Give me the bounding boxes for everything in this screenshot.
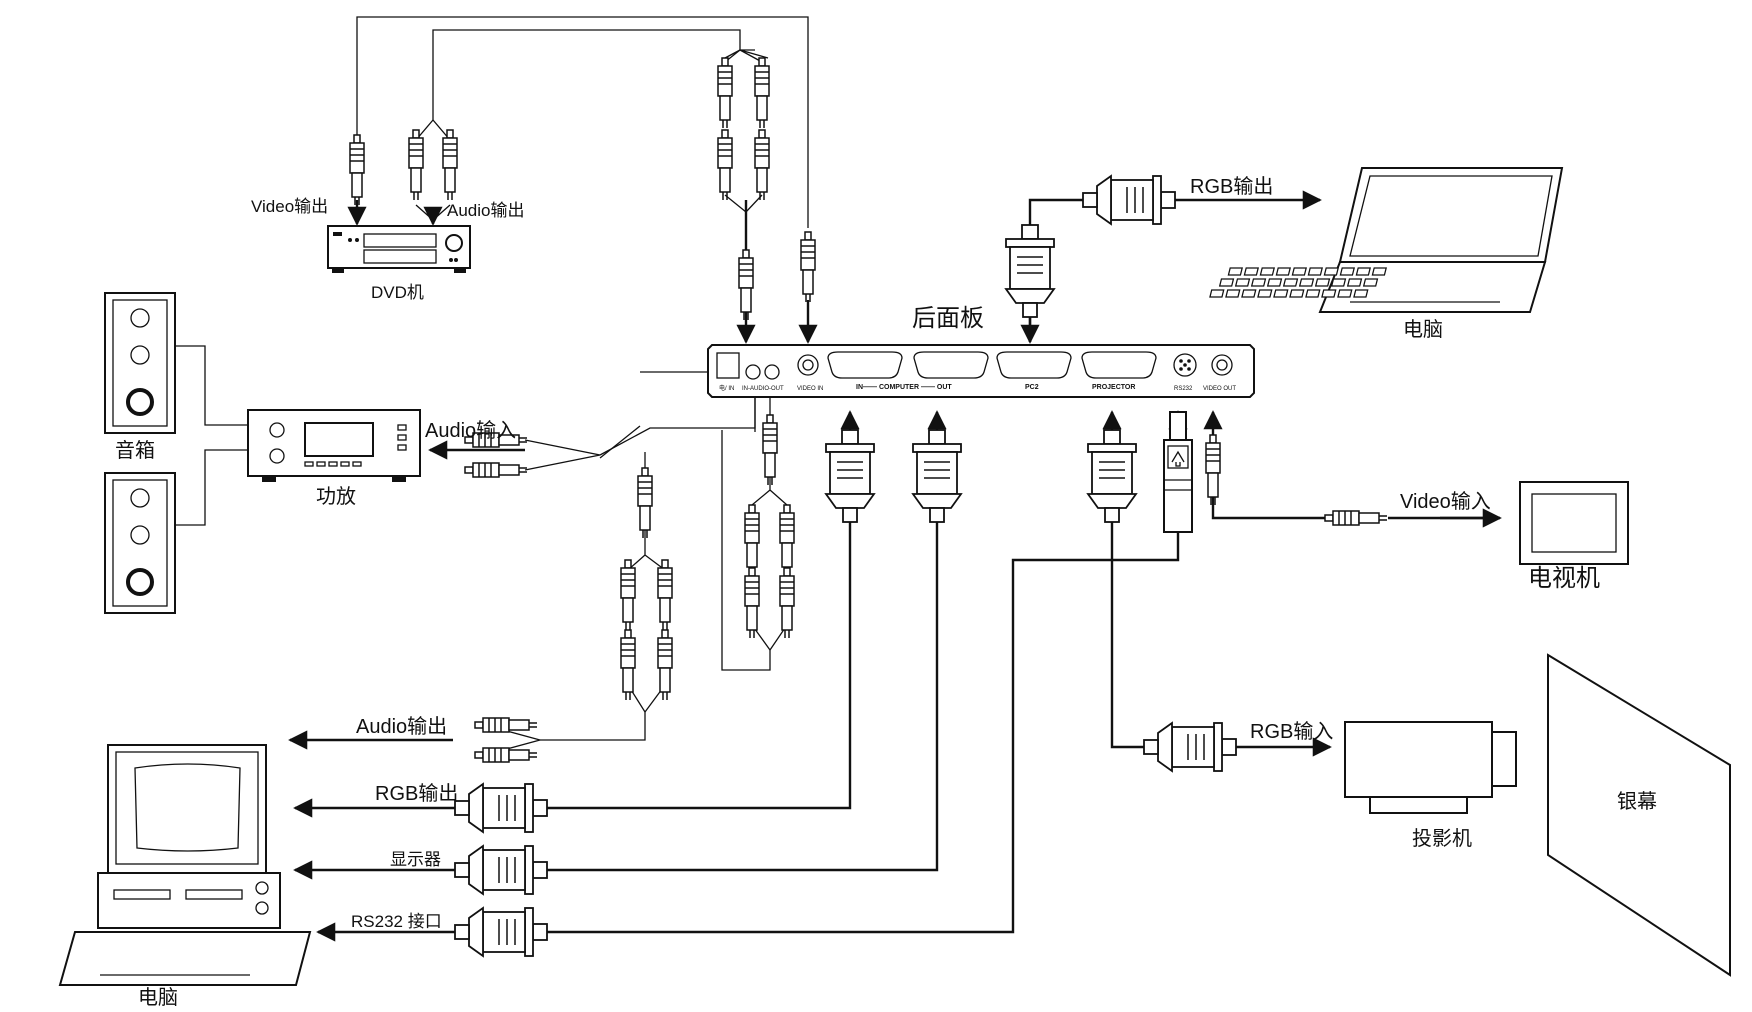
- label-audio-out-dvd: Audio输出: [447, 201, 524, 220]
- laptop: [1209, 167, 1564, 313]
- amplifier: [247, 409, 421, 482]
- label-monitor: 显示器: [390, 850, 441, 869]
- label-rgb-in-projector: RGB输入: [1250, 720, 1333, 743]
- label-rgb-out-pc: RGB输出: [375, 782, 458, 805]
- labels: Video输出 Audio输出 DVD机 后面板 RGB输出 电脑 音箱 功放 …: [115, 175, 1657, 1009]
- desktop-pc: [58, 744, 312, 986]
- port-label-audio: IN-AUDIO-OUT: [742, 386, 784, 392]
- port-label-pc2: PC2: [1025, 384, 1039, 391]
- label-video-in-tv: Video输入: [1400, 490, 1491, 513]
- label-projector: 投影机: [1412, 827, 1472, 850]
- label-speaker: 音箱: [115, 439, 155, 462]
- speaker-top: [104, 292, 176, 434]
- speaker-bottom: [104, 472, 176, 614]
- rca-plugs: [349, 57, 1388, 763]
- port-label-computer: IN—— COMPUTER —— OUT: [856, 384, 952, 391]
- label-audio-out-pc: Audio输出: [356, 715, 447, 738]
- rs232-plug: [1163, 411, 1193, 533]
- label-screen: 银幕: [1617, 790, 1657, 813]
- port-label-power: 电/ IN: [719, 384, 734, 392]
- port-label-projector: PROJECTOR: [1092, 384, 1135, 391]
- rear-panel: 电/ IN IN-AUDIO-OUT VIDEO IN IN—— COMPUTE…: [707, 344, 1255, 398]
- label-audio-in-amp: Audio输入: [425, 419, 516, 442]
- port-label-rs232: RS232: [1174, 386, 1193, 392]
- label-tv: 电视机: [1528, 565, 1600, 592]
- tv: [1519, 481, 1629, 565]
- label-rgb-out-top: RGB输出: [1190, 175, 1273, 198]
- label-dvd: DVD机: [371, 283, 424, 302]
- vga-plugs: [454, 175, 1237, 957]
- label-pc-bottom: 电脑: [138, 986, 178, 1009]
- dvd-player: [327, 225, 471, 273]
- projector: [1344, 721, 1517, 814]
- label-pc-top: 电脑: [1403, 318, 1443, 341]
- port-label-video-out: VIDEO OUT: [1203, 386, 1236, 392]
- label-amplifier: 功放: [316, 485, 356, 508]
- projection-screen: [1547, 653, 1731, 977]
- label-rs232-port: RS232 接口: [351, 912, 442, 931]
- label-rear-panel: 后面板: [912, 305, 984, 332]
- label-video-out-dvd: Video输出: [251, 197, 328, 216]
- port-label-video-in: VIDEO IN: [797, 386, 823, 392]
